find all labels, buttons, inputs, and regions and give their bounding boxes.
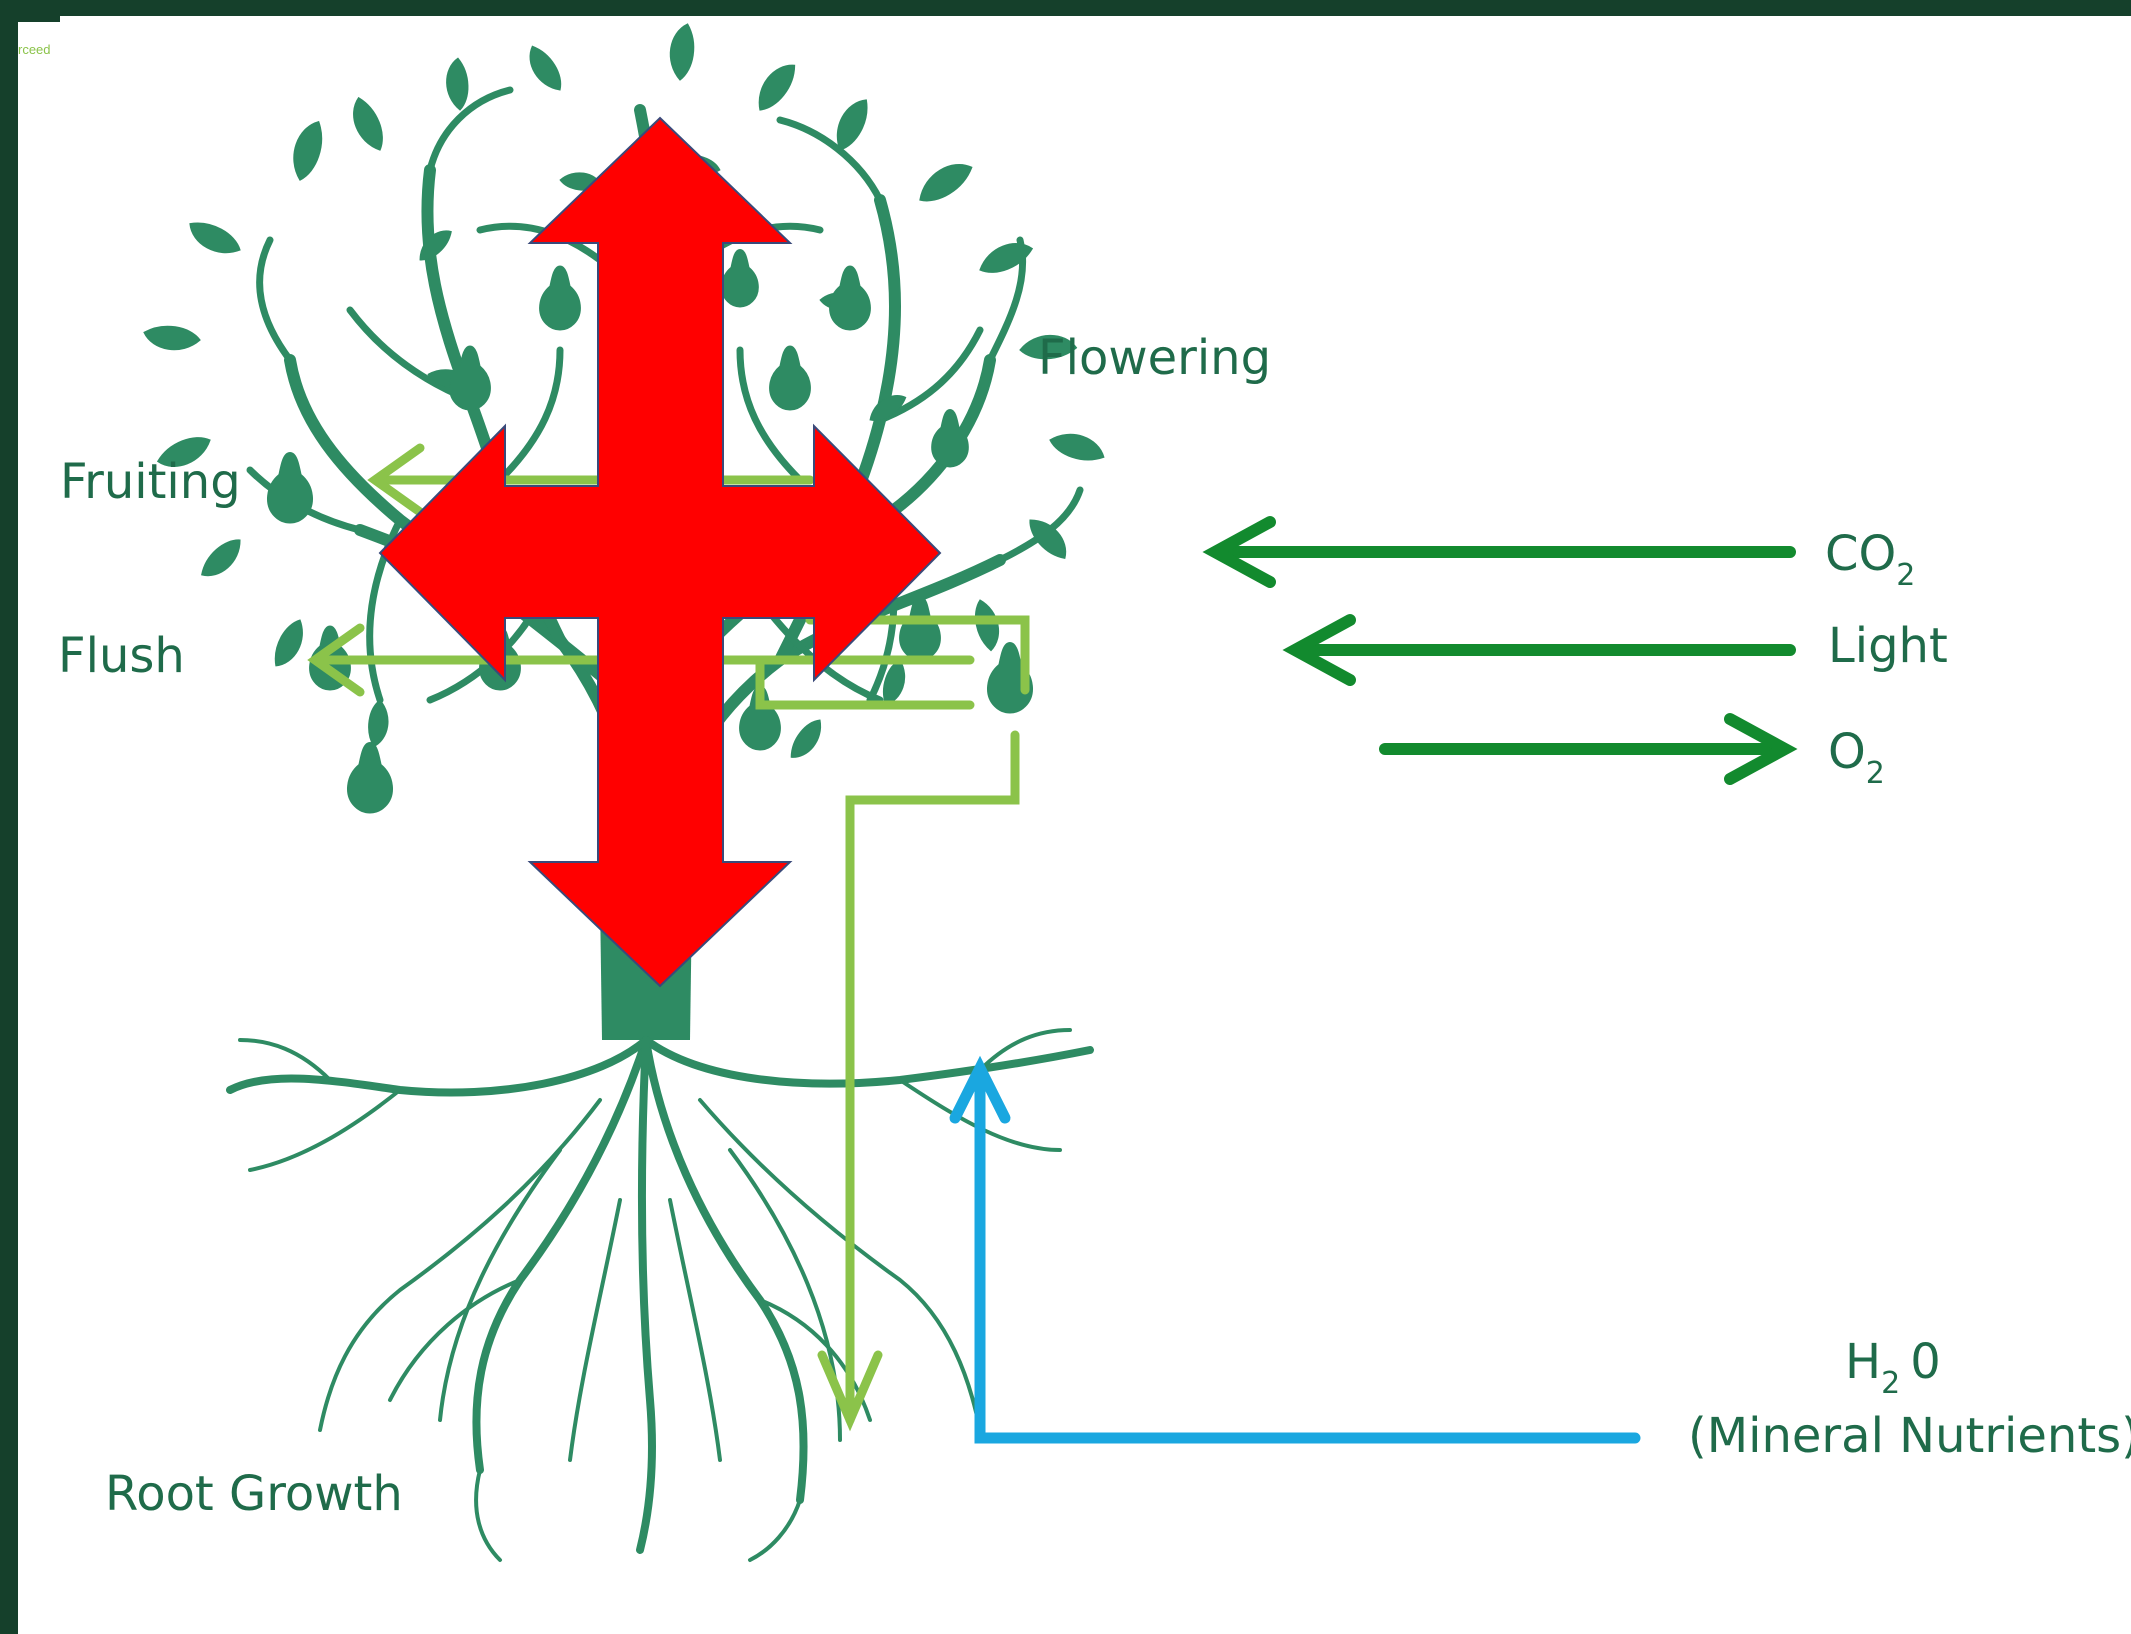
o2-label: O2	[1828, 724, 1885, 791]
root-growth-label: Root Growth	[105, 1466, 403, 1522]
roots-icon	[226, 1028, 1094, 1562]
corner-tab	[18, 14, 60, 22]
fruiting-label: Fruiting	[60, 454, 241, 510]
flush-label: Flush	[58, 628, 185, 684]
four-way-arrow-icon	[378, 116, 942, 988]
light-arrow	[1282, 614, 1796, 686]
co2-arrow	[1202, 516, 1796, 588]
mineral-nutrients-label: (Mineral Nutrients)	[1688, 1408, 2131, 1464]
o2-arrow	[1379, 713, 1798, 785]
water-arrow	[949, 1055, 1641, 1444]
corner-text: rceed	[18, 42, 51, 57]
co2-label: CO2	[1825, 526, 1915, 593]
diagram-canvas	[18, 16, 2131, 1634]
light-label: Light	[1828, 618, 1948, 674]
flowering-label: Flowering	[1038, 330, 1271, 386]
